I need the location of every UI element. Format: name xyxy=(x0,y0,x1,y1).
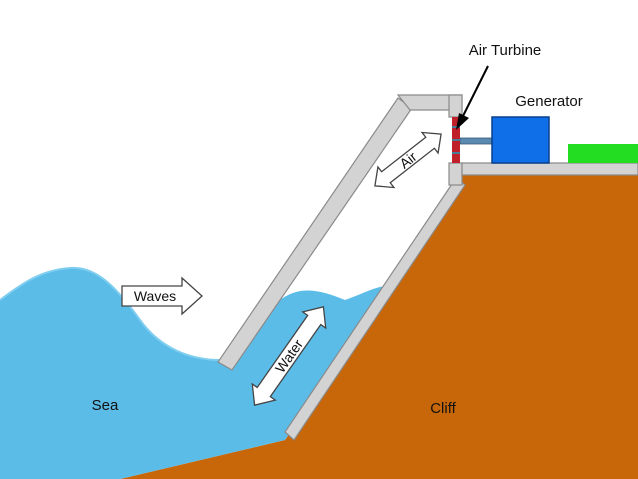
sea-label: Sea xyxy=(92,397,119,414)
air-turbine-label: Air Turbine xyxy=(469,42,542,59)
sea-surface xyxy=(0,266,221,361)
generator-label: Generator xyxy=(515,93,583,110)
chamber-lower-post xyxy=(448,162,463,186)
cliff-body xyxy=(120,170,638,479)
cliff-label: Cliff xyxy=(430,400,456,417)
waves-arrow: Waves xyxy=(121,276,203,316)
turbine-shaft xyxy=(459,137,493,145)
generator-box xyxy=(491,116,550,164)
turbine-pointer-head xyxy=(456,113,469,130)
grass-patch xyxy=(568,144,638,163)
cliff-top-platform xyxy=(461,162,638,176)
waves-label: Waves xyxy=(134,288,176,304)
cliff-face-wall xyxy=(284,177,466,441)
turbine-pointer-line xyxy=(461,65,489,119)
